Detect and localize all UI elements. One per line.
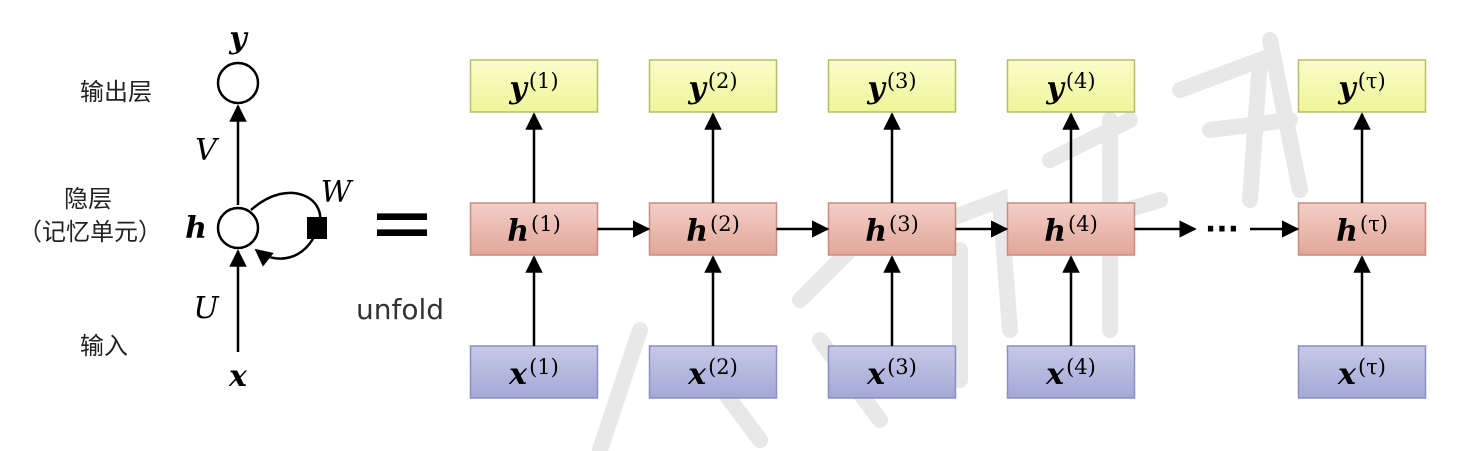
output-label-3: y(3) — [866, 69, 916, 106]
hidden-label-5: h(τ) — [1336, 212, 1388, 249]
input-box-1 — [469, 345, 599, 399]
output-box-2 — [648, 59, 778, 113]
hidden-label-1: h(1) — [507, 212, 561, 249]
folded-rnn: 输出层 隐层 （记忆单元） 输入 y V h W U x — [18, 21, 354, 394]
input-label-4: x(4) — [1045, 355, 1096, 392]
input-label-2: x(2) — [687, 355, 738, 392]
hidden-box-4 — [1006, 202, 1136, 256]
folded-h-label: h — [185, 211, 207, 246]
input-layer-label: 输入 — [80, 332, 128, 360]
output-box-1 — [469, 59, 599, 113]
input-label-3: x(3) — [866, 355, 917, 392]
hidden-label-4: h(4) — [1044, 212, 1098, 249]
weight-v-label: V — [195, 133, 220, 168]
input-box-4 — [1006, 345, 1136, 399]
output-box-4 — [1006, 59, 1136, 113]
memory-unit-label: （记忆单元） — [18, 218, 162, 246]
ellipsis: ··· — [1205, 212, 1239, 247]
hidden-layer-label: 隐层 — [64, 185, 112, 213]
output-box-5 — [1297, 59, 1427, 113]
unfold-label: unfold — [356, 293, 444, 326]
weight-u-label: U — [193, 291, 220, 326]
hidden-label-2: h(2) — [686, 212, 740, 249]
unrolled-rnn: y(1) h(1) x(1) y(2) h(2) x(2) y(3) h(3) x(3) y(4)… — [469, 59, 1427, 399]
output-box-3 — [827, 59, 957, 113]
output-label-1: y(1) — [508, 69, 558, 106]
hidden-box-1 — [469, 202, 599, 256]
input-box-5 — [1297, 345, 1427, 399]
hidden-label-3: h(3) — [865, 212, 919, 249]
folded-x-label: x — [228, 359, 248, 394]
hidden-box-3 — [827, 202, 957, 256]
output-label-2: y(2) — [687, 69, 737, 106]
output-layer-label: 输出层 — [80, 78, 152, 106]
folded-y-label: y — [228, 21, 249, 56]
weight-w-label: W — [321, 175, 354, 210]
output-label-5: y(τ) — [1337, 69, 1385, 106]
folded-h-node — [216, 206, 260, 250]
equals-sign: = — [368, 176, 435, 269]
output-label-4: y(4) — [1045, 69, 1095, 106]
input-label-1: x(1) — [508, 355, 559, 392]
folded-y-node — [216, 61, 260, 105]
recurrent-delay-square — [307, 217, 327, 239]
input-box-2 — [648, 345, 778, 399]
input-label-5: x(τ) — [1337, 355, 1386, 392]
